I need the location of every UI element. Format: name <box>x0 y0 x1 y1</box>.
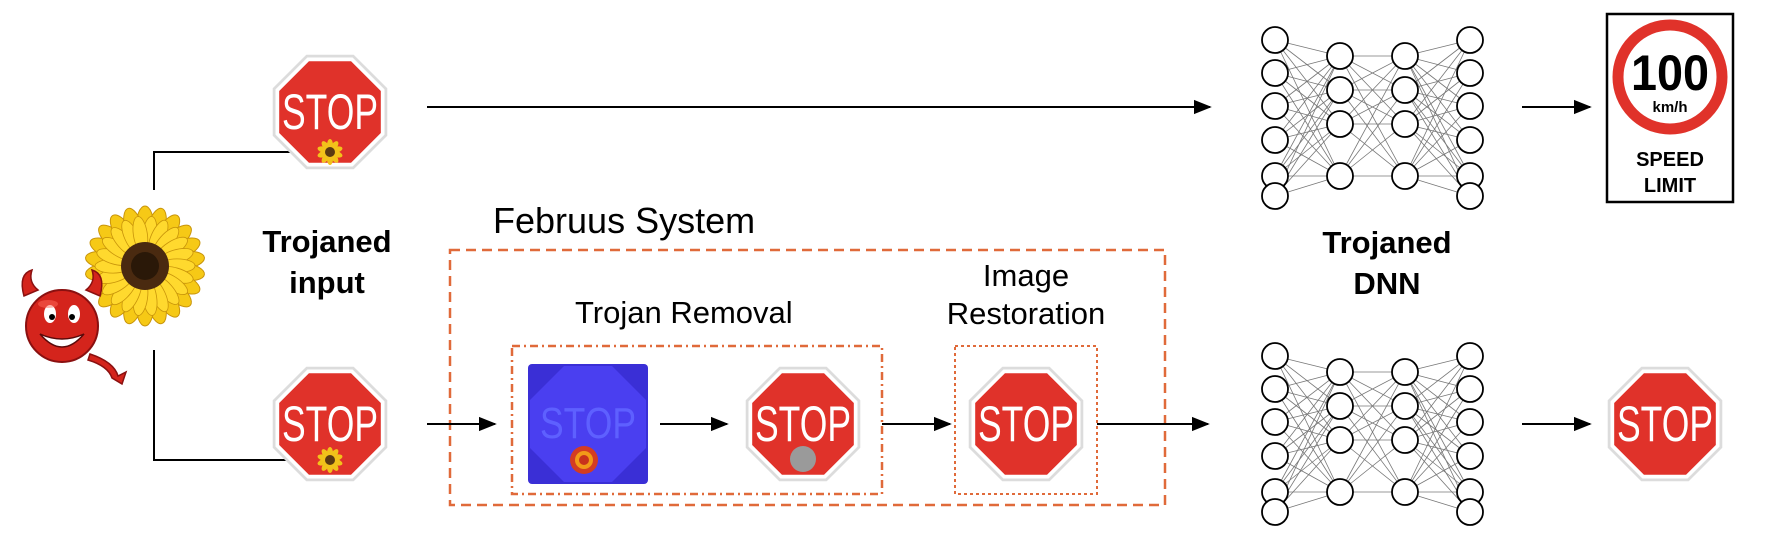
sunflower-trigger <box>85 205 205 327</box>
speed-limit-caption-2: LIMIT <box>1644 175 1696 197</box>
stop-sign-text: STOP <box>978 396 1074 452</box>
image-restoration-line-2: Restoration <box>946 296 1106 331</box>
image-restoration-label: Image Restoration <box>936 257 1116 333</box>
heatmap-stop-text: STOP <box>540 399 636 448</box>
trojaned-dnn-bottom: ............ <box>1261 342 1484 526</box>
trojaned-input-line-1: Trojaned <box>262 224 392 259</box>
speed-limit-sign: 100 km/h SPEED LIMIT <box>1605 12 1735 204</box>
speed-limit-caption-1: SPEED <box>1636 149 1704 171</box>
stop-sign-restored: STOP <box>968 366 1084 482</box>
connector-top <box>153 144 320 190</box>
speed-limit-unit: km/h <box>1652 99 1687 116</box>
connector-bottom <box>153 350 314 468</box>
stop-sign-output: STOP <box>1607 366 1723 482</box>
trojaned-dnn-top: ............ <box>1261 26 1484 210</box>
heatmap-stop-sign: STOP <box>528 364 648 484</box>
trigger-sunflower-top <box>317 139 343 165</box>
trojan-removal-box <box>510 344 884 496</box>
stop-sign-patched: STOP <box>745 366 861 482</box>
trojaned-dnn-label: Trojaned DNN <box>1312 222 1462 304</box>
stop-sign-text: STOP <box>1617 396 1713 452</box>
trojaned-input-label: Trojaned input <box>252 221 402 303</box>
image-restoration-box <box>954 345 1098 495</box>
trojaned-dnn-line-2: DNN <box>1353 266 1421 301</box>
trojaned-input-line-2: input <box>289 265 365 300</box>
stop-sign-trojaned-top: STOP <box>272 54 388 170</box>
stop-sign-text: STOP <box>755 396 851 452</box>
trigger-sunflower-bottom <box>317 447 343 473</box>
februus-system-label: Februus System <box>493 200 756 241</box>
trojan-removal-label: Trojan Removal <box>575 295 793 330</box>
speed-limit-value: 100 <box>1631 45 1709 101</box>
devil-icon <box>21 268 128 386</box>
trojaned-dnn-line-1: Trojaned <box>1322 225 1452 260</box>
stop-sign-trojaned-bottom: STOP <box>272 366 388 482</box>
gray-patch <box>790 446 816 472</box>
image-restoration-line-1: Image <box>982 258 1070 293</box>
stop-sign-text: STOP <box>282 84 378 140</box>
stop-sign-text: STOP <box>282 396 378 452</box>
februus-system-box <box>448 248 1167 507</box>
